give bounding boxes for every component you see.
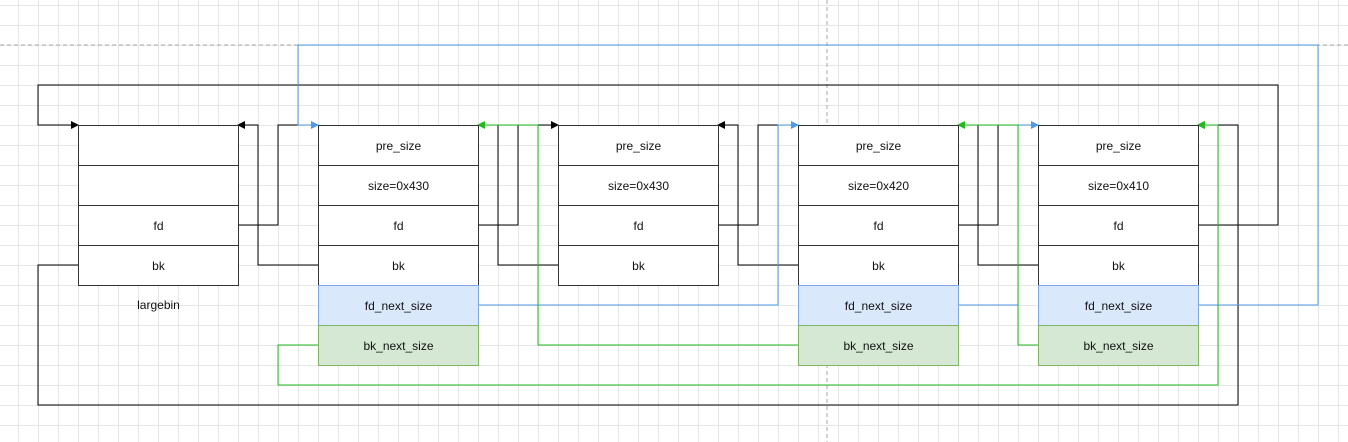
link-chunk1-fd-next-size-to-chunk3 xyxy=(478,121,799,306)
chunk2-bk-field: bk xyxy=(558,245,719,286)
largebin-label: largebin xyxy=(137,298,180,312)
chunk2-fd-field: fd xyxy=(558,205,719,246)
link-chunk4-fd-to-largebin xyxy=(37,84,1279,226)
chunk1-bk-next-size-field: bk_next_size xyxy=(318,325,479,366)
link-largebin-bk-to-chunk4 xyxy=(37,121,1239,406)
link-chunk1-fd-to-chunk2 xyxy=(478,121,559,226)
link-chunk3-fd-to-chunk4 xyxy=(958,124,1038,226)
link-chunk2-fd-to-chunk3 xyxy=(718,124,798,226)
chunk3-pre-size-field: pre_size xyxy=(798,125,959,166)
link-chunk4-bk-next-size-to-chunk3 xyxy=(957,121,1038,346)
chunk1-bk-field: bk xyxy=(318,245,479,286)
chunk3-size-field: size=0x420 xyxy=(798,165,959,206)
link-chunk1-bk-next-size-to-chunk4 xyxy=(277,121,1219,386)
largebin-bk-field: bk xyxy=(78,245,239,286)
chunk3-bk-field: bk xyxy=(798,245,959,286)
chunk4-bk-field: bk xyxy=(1038,245,1199,286)
chunk2-size-field: size=0x430 xyxy=(558,165,719,206)
chunk1-size-field: size=0x430 xyxy=(318,165,479,206)
chunk3-fd-field: fd xyxy=(798,205,959,246)
chunk4-fd-field: fd xyxy=(1038,205,1199,246)
chunk4-size-field: size=0x410 xyxy=(1038,165,1199,206)
chunk2-pre-size-field: pre_size xyxy=(558,125,719,166)
chunk3-fd-next-size-field: fd_next_size xyxy=(798,285,959,326)
chunk1-fd-field: fd xyxy=(318,205,479,246)
largebin-slot-2 xyxy=(78,165,239,206)
chunk1-fd-next-size-field: fd_next_size xyxy=(318,285,479,326)
link-chunk3-bk-to-chunk2 xyxy=(717,121,798,266)
link-chunk1-bk-to-largebin xyxy=(237,121,318,266)
chunk4-pre-size-field: pre_size xyxy=(1038,125,1199,166)
largebin-fd-field: fd xyxy=(78,205,239,246)
link-chunk3-bk-next-size-to-chunk1 xyxy=(477,121,798,346)
chunk4-fd-next-size-field: fd_next_size xyxy=(1038,285,1199,326)
chunk3-bk-next-size-field: bk_next_size xyxy=(798,325,959,366)
chunk4-bk-next-size-field: bk_next_size xyxy=(1038,325,1199,366)
link-chunk4-fd-next-size-to-chunk1 xyxy=(297,44,1319,306)
largebin-slot-1 xyxy=(78,125,239,166)
link-largebin-fd-to-chunk1 xyxy=(238,124,318,226)
chunk1-pre-size-field: pre_size xyxy=(318,125,479,166)
